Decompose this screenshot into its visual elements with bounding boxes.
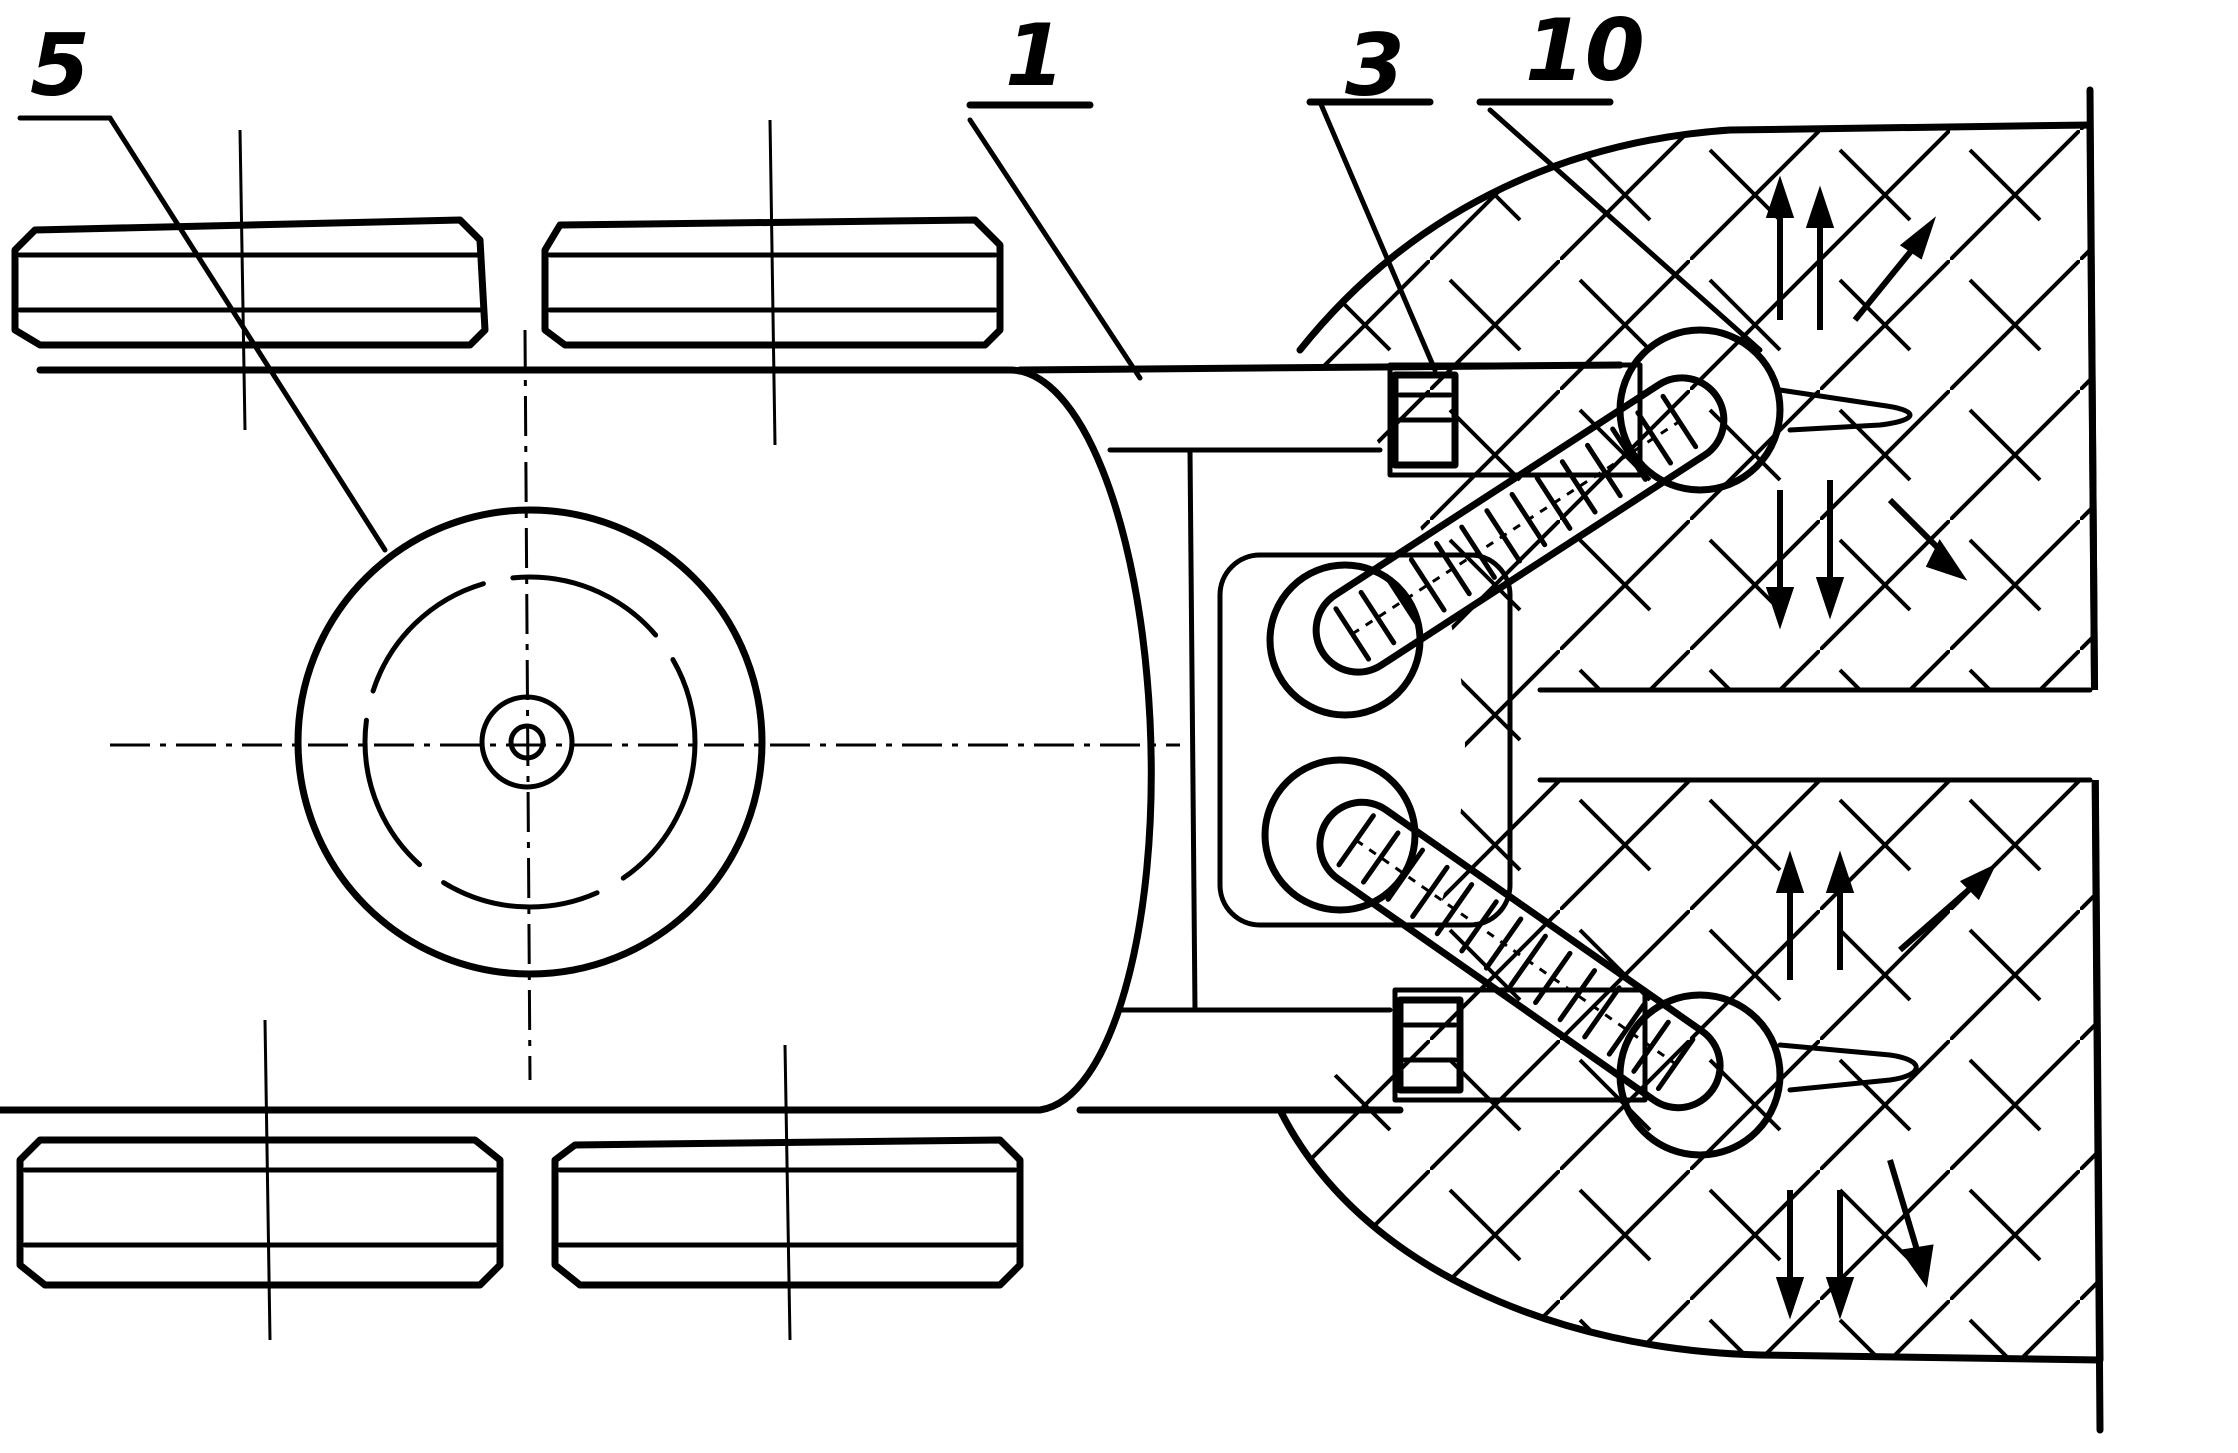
track-upper-left: [11, 129, 489, 431]
callout-5: 5: [30, 16, 90, 116]
callout-1: 1: [1005, 6, 1065, 106]
force-arrows: [1765, 175, 1997, 1320]
callout-10: 10: [1525, 1, 1645, 101]
lower-cutting-bar: [1261, 756, 1784, 1159]
track-lower-left: [16, 1019, 504, 1341]
lower-cylinder: [1392, 987, 1919, 1103]
track-lower-right: [551, 1044, 1024, 1341]
callout-3: 3: [1345, 16, 1405, 116]
leader-lines: [17, 98, 1763, 553]
track-upper-right: [541, 119, 1004, 446]
rotor-wheel: [294, 329, 766, 1081]
upper-cutting-bar: [1266, 326, 1784, 719]
main-frame: [0, 361, 1624, 1114]
